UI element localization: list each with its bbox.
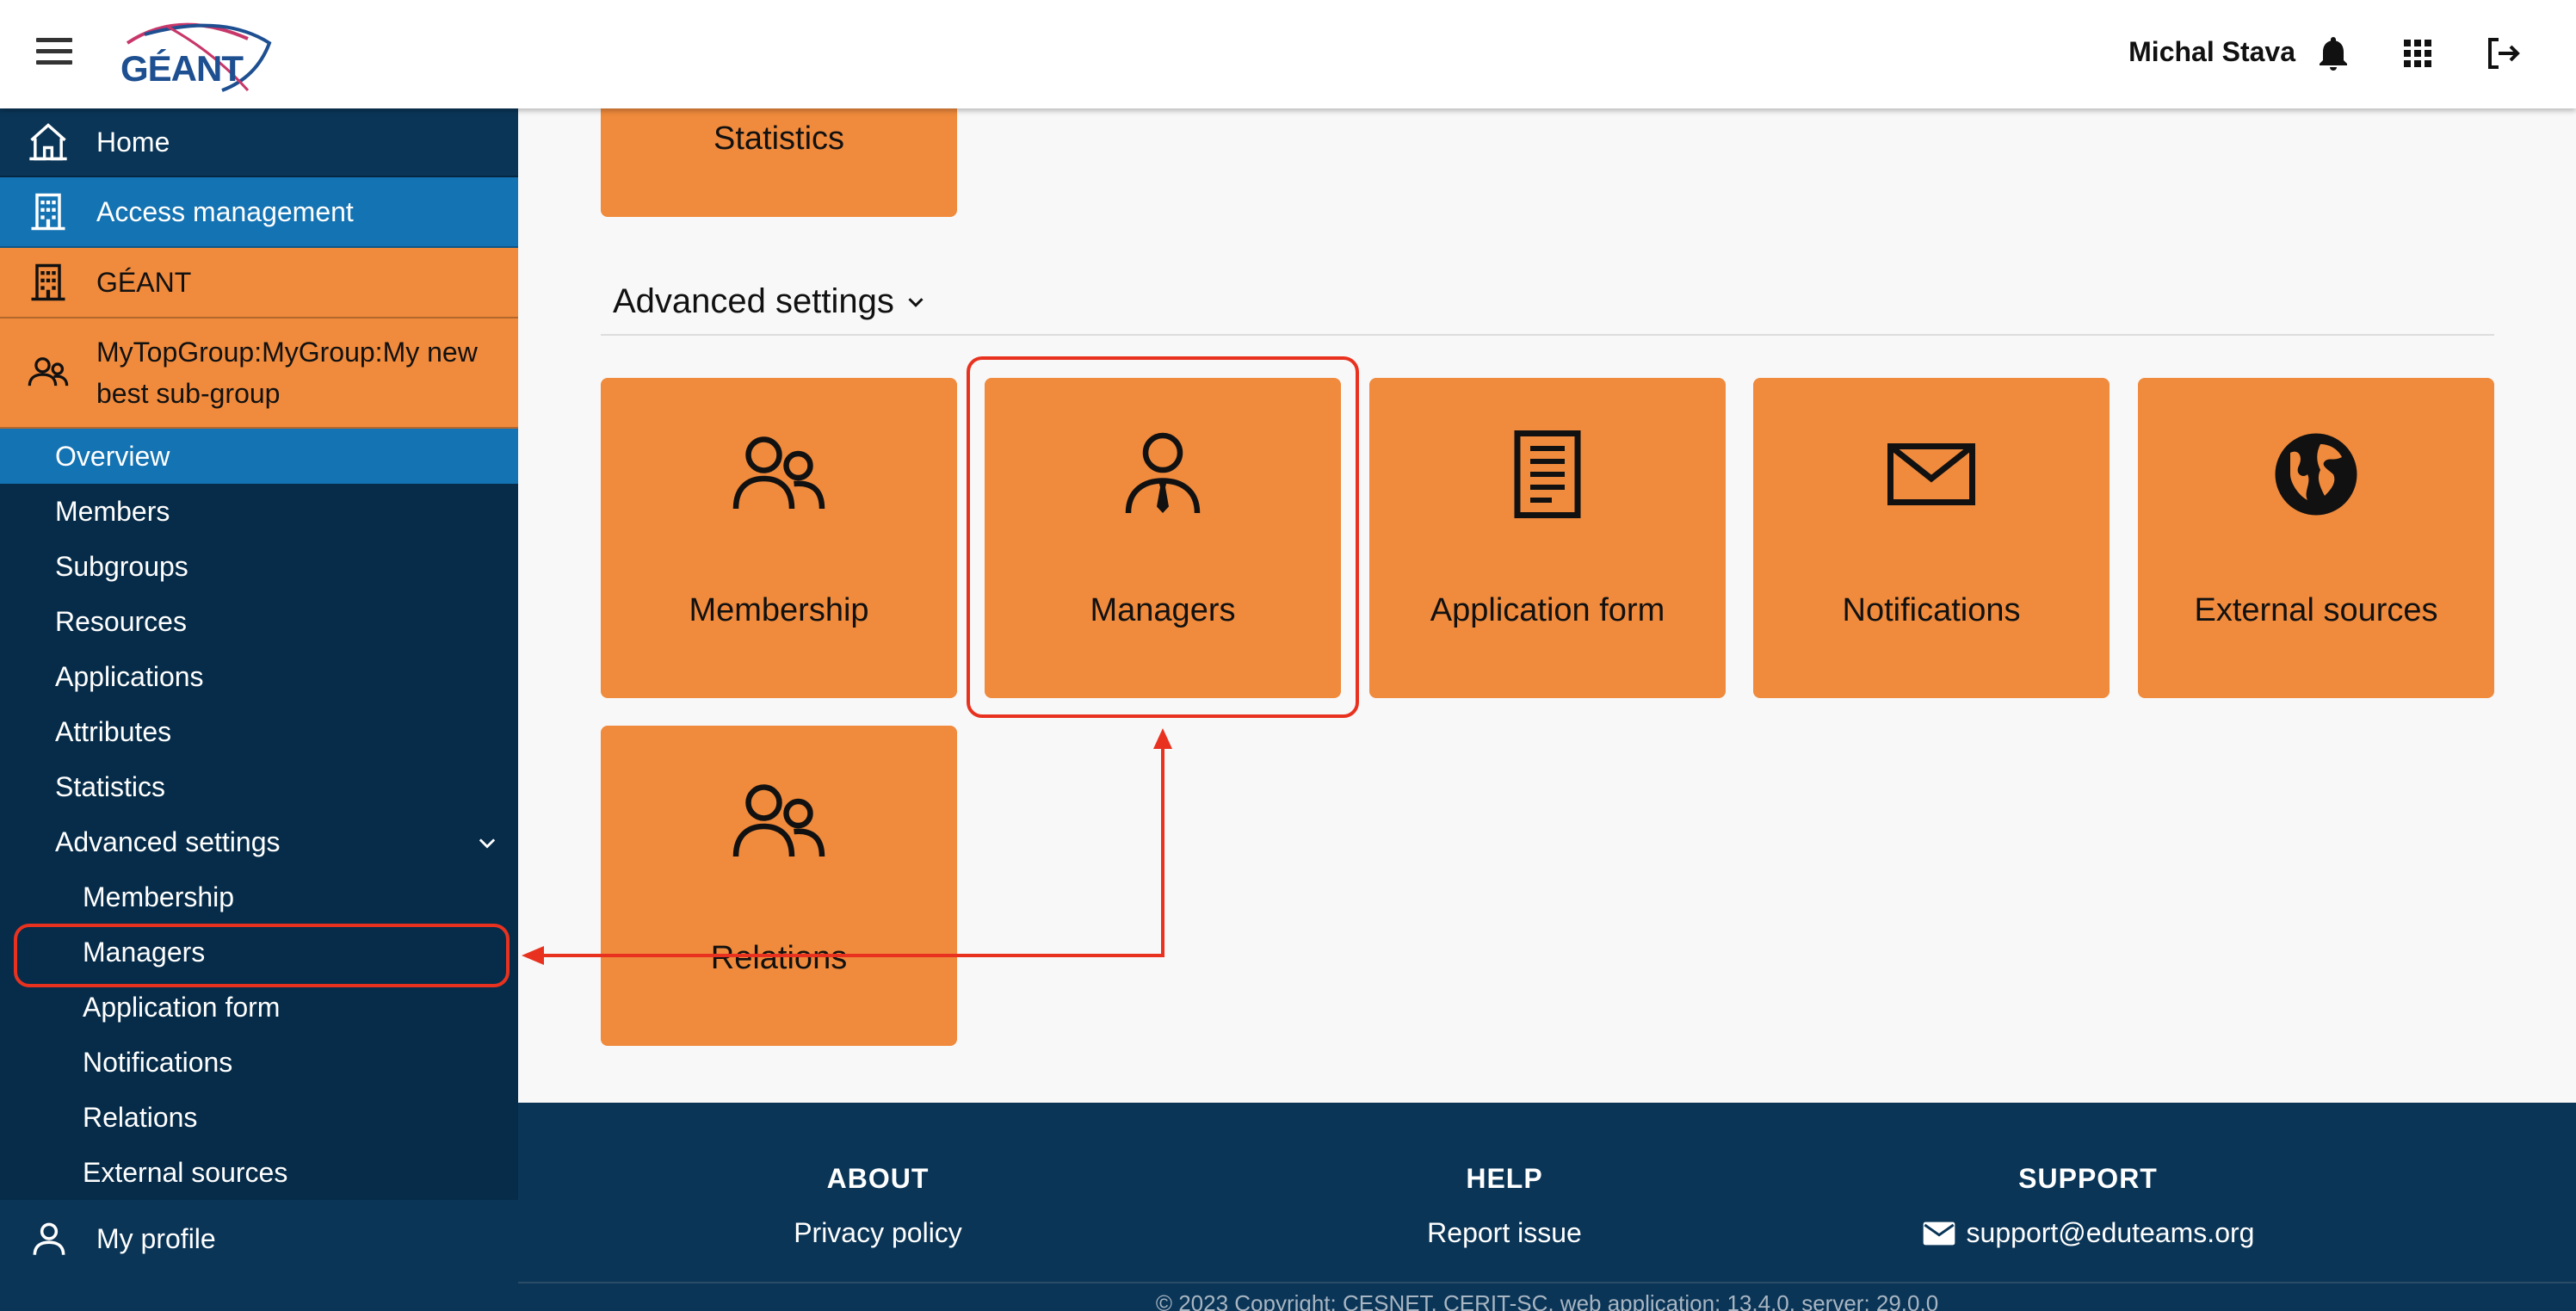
sidebar-item-managers[interactable]: Managers <box>83 936 206 968</box>
building-icon <box>31 263 65 301</box>
sidebar-item-organization[interactable]: GÉANT <box>0 248 518 318</box>
users-icon <box>732 436 825 510</box>
sidebar: Home Access management GÉANT MyTopGroup:… <box>0 108 518 1311</box>
sidebar-item-overview[interactable]: Overview <box>0 429 518 484</box>
sidebar-item-membership[interactable]: Membership <box>83 881 235 912</box>
sidebar-item-label: Advanced settings <box>55 826 281 857</box>
sidebar-item-subgroups[interactable]: Subgroups <box>55 550 188 582</box>
report-issue-link[interactable]: Report issue <box>1332 1217 1677 1249</box>
sidebar-item-home[interactable]: Home <box>0 108 518 177</box>
tile-notifications[interactable]: Notifications <box>1753 378 2110 698</box>
sidebar-item-members[interactable]: Members <box>55 495 170 527</box>
document-icon <box>1514 430 1581 518</box>
group-submenu <box>0 429 518 1200</box>
tile-label: Membership <box>689 592 869 628</box>
chevron-down-icon[interactable] <box>475 832 499 856</box>
top-bar: GÉANT Michal Stava <box>0 0 2576 108</box>
tile-membership[interactable]: Membership <box>601 378 957 698</box>
sidebar-item-my-profile[interactable]: My profile <box>0 1200 518 1277</box>
section-title-label: Advanced settings <box>613 282 894 320</box>
tile-managers[interactable]: Managers <box>985 378 1341 698</box>
sidebar-item-label: My profile <box>96 1222 216 1254</box>
user-name[interactable]: Michal Stava <box>2128 36 2295 67</box>
home-icon <box>29 123 67 161</box>
footer-support: SUPPORT support@eduteams.org <box>1873 1163 2303 1249</box>
tile-application-form[interactable]: Application form <box>1369 378 1726 698</box>
building-icon <box>31 193 65 231</box>
sidebar-item-access-management[interactable]: Access management <box>0 177 518 248</box>
manager-icon <box>1125 432 1201 514</box>
sidebar-item-attributes[interactable]: Attributes <box>55 715 172 747</box>
logo-text: GÉANT <box>120 48 244 89</box>
footer-heading: HELP <box>1466 1163 1543 1194</box>
support-email-link[interactable]: support@eduteams.org <box>1873 1217 2303 1249</box>
divider <box>601 334 2494 336</box>
sidebar-item-label: Home <box>96 126 170 158</box>
user-icon <box>33 1222 65 1255</box>
tile-label: Managers <box>1090 592 1236 628</box>
privacy-policy-link[interactable]: Privacy policy <box>706 1217 1050 1249</box>
link-label: support@eduteams.org <box>1966 1217 2255 1248</box>
section-title-advanced-settings[interactable]: Advanced settings <box>613 282 929 321</box>
globe-icon <box>2275 433 2357 516</box>
logout-icon[interactable] <box>2481 33 2523 74</box>
sidebar-item-notifications[interactable]: Notifications <box>83 1046 233 1078</box>
footer: ABOUT Privacy policy HELP Report issue S… <box>518 1103 2576 1311</box>
mail-icon <box>1923 1221 1955 1245</box>
tile-label: Relations <box>710 940 848 976</box>
sidebar-item-label: MyTopGroup:MyGroup:My new best sub-group <box>96 337 478 409</box>
tile-external-sources[interactable]: External sources <box>2138 378 2494 698</box>
sidebar-item-relations[interactable]: Relations <box>83 1101 198 1133</box>
users-icon <box>732 784 825 857</box>
bell-icon[interactable] <box>2313 33 2354 74</box>
tile-label: Application form <box>1430 592 1665 628</box>
sidebar-item-label: Access management <box>96 195 354 227</box>
sidebar-item-resources[interactable]: Resources <box>55 605 187 637</box>
footer-help: HELP Report issue <box>1332 1163 1677 1249</box>
tile-label: Statistics <box>713 121 845 157</box>
sidebar-item-external-sources[interactable]: External sources <box>83 1156 288 1188</box>
sidebar-item-advanced-settings[interactable]: Advanced settings <box>0 814 518 869</box>
apps-grid-icon[interactable] <box>2397 33 2438 74</box>
sidebar-item-application-form[interactable]: Application form <box>83 991 281 1023</box>
tile-statistics[interactable]: Statistics <box>601 108 957 217</box>
footer-heading: ABOUT <box>826 1163 930 1194</box>
footer-heading: SUPPORT <box>2018 1163 2158 1194</box>
users-icon <box>28 357 69 386</box>
tile-relations[interactable]: Relations <box>601 726 957 1046</box>
copyright: © 2023 Copyright: CESNET, CERIT-SC, web … <box>518 1282 2576 1311</box>
menu-icon[interactable] <box>36 38 72 69</box>
logo-swoosh-icon <box>126 22 272 92</box>
tile-label: External sources <box>2194 592 2438 628</box>
envelope-icon <box>1887 443 1975 505</box>
geant-logo[interactable]: GÉANT <box>119 17 274 95</box>
sidebar-item-label: GÉANT <box>96 266 192 298</box>
chevron-down-icon <box>908 297 924 307</box>
link-label: Privacy policy <box>794 1217 962 1248</box>
link-label: Report issue <box>1427 1217 1582 1248</box>
sidebar-item-group[interactable]: MyTopGroup:MyGroup:My new best sub-group <box>0 318 518 429</box>
footer-about: ABOUT Privacy policy <box>706 1163 1050 1249</box>
tile-label: Notifications <box>1842 592 2021 628</box>
sidebar-item-applications[interactable]: Applications <box>55 660 204 692</box>
sidebar-item-statistics[interactable]: Statistics <box>55 770 166 802</box>
